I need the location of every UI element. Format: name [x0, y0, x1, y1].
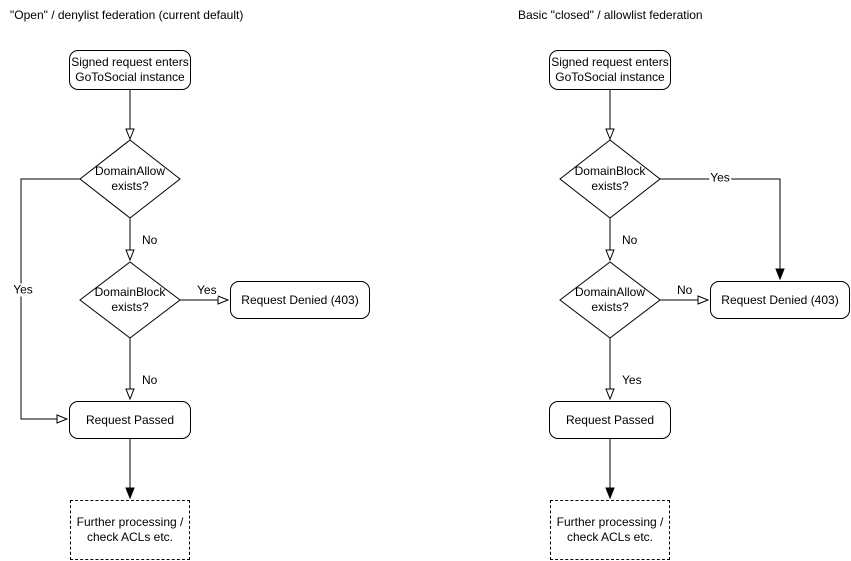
- open-denied-node: Request Denied (403): [230, 281, 370, 319]
- open-label-decision2-no: No: [141, 373, 159, 387]
- closed-further-node: Further processing / check ACLs etc.: [550, 500, 670, 560]
- open-further-line2: check ACLs etc.: [86, 530, 174, 544]
- closed-label-decision1-yes: Yes: [709, 170, 731, 185]
- closed-label-decision2-no: No: [676, 283, 694, 297]
- open-decision2-diamond: [79, 261, 181, 339]
- closed-further-line2: check ACLs etc.: [566, 530, 654, 544]
- open-start-line2: GoToSocial instance: [75, 70, 185, 84]
- closed-further-line1: Further processing /: [556, 515, 664, 529]
- open-start-node: Signed request enters GoToSocial instanc…: [69, 50, 191, 90]
- open-edge-decision1-yes-loop: [20, 178, 80, 424]
- open-decision1-diamond: [79, 139, 181, 219]
- closed-passed-node: Request Passed: [549, 401, 671, 439]
- open-label-decision1-yes: Yes: [12, 282, 34, 297]
- closed-start-node: Signed request enters GoToSocial instanc…: [549, 50, 671, 90]
- closed-edge-decision1-yes-denied: [660, 178, 785, 281]
- closed-denied-node: Request Denied (403): [710, 281, 850, 319]
- open-label-decision2-yes: Yes: [196, 283, 218, 297]
- closed-decision1-diamond: [559, 139, 661, 219]
- closed-start-line2: GoToSocial instance: [555, 70, 665, 84]
- open-start-line1: Signed request enters: [71, 55, 189, 69]
- open-label-decision1-no: No: [141, 233, 159, 247]
- open-chart-title: "Open" / denylist federation (current de…: [10, 8, 244, 22]
- closed-label-decision2-yes: Yes: [621, 373, 643, 387]
- closed-label-decision1-no: No: [621, 233, 639, 247]
- open-further-node: Further processing / check ACLs etc.: [70, 500, 190, 560]
- closed-start-line1: Signed request enters: [551, 55, 669, 69]
- open-passed-node: Request Passed: [69, 401, 191, 439]
- open-further-line1: Further processing /: [76, 515, 184, 529]
- closed-chart-title: Basic "closed" / allowlist federation: [518, 8, 703, 22]
- closed-decision2-diamond: [559, 261, 661, 339]
